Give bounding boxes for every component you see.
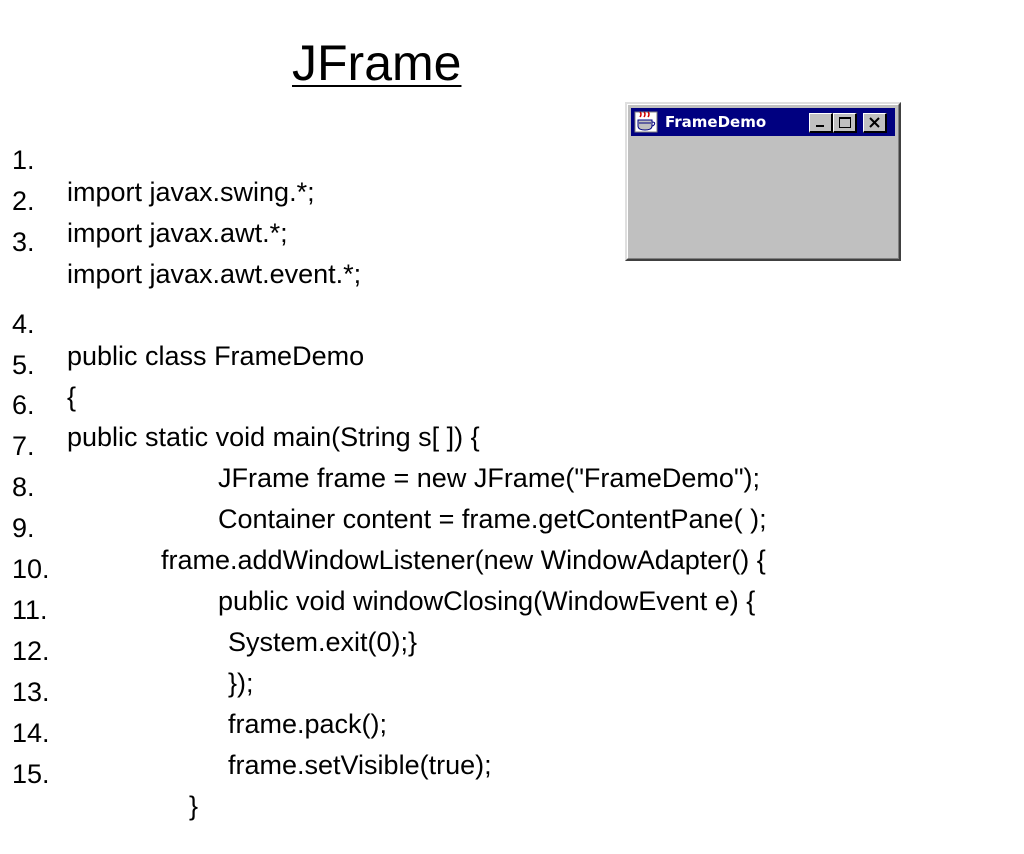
code-line: 6. public static void main(String s[ ]) …	[0, 357, 480, 485]
line-text: Container content = frame.getContentPane…	[218, 504, 767, 534]
maximize-icon	[839, 117, 851, 128]
line-text: import javax.swing.*;	[67, 177, 315, 207]
line-number: 11.	[12, 595, 48, 625]
code-line: 7. JFrame frame = new JFrame("FrameDemo"…	[0, 398, 760, 526]
line-text: frame.setVisible(true);	[228, 750, 492, 780]
java-app-icon	[634, 111, 658, 133]
window-title: FrameDemo	[665, 113, 767, 131]
line-number: 7.	[12, 431, 35, 461]
window-frame	[627, 104, 899, 259]
line-number: 5.	[12, 350, 35, 380]
line-text: System.exit(0);}	[228, 627, 418, 657]
line-number: 15.	[12, 759, 50, 789]
maximize-button[interactable]	[833, 113, 857, 133]
code-line: 11. System.exit(0);}	[0, 562, 417, 690]
line-text: {	[67, 382, 77, 412]
line-number: 4.	[12, 309, 35, 339]
code-line: 15. }	[0, 726, 198, 854]
minimize-button[interactable]	[809, 113, 833, 133]
line-number: 14.	[12, 718, 50, 748]
line-text: JFrame frame = new JFrame("FrameDemo");	[218, 463, 761, 493]
code-line: 4. public class FrameDemo	[0, 276, 364, 404]
line-number: 2.	[12, 186, 35, 216]
code-line: 2. import javax.awt.*;	[0, 153, 288, 281]
line-number: 6.	[12, 390, 35, 420]
code-line: 9. frame.addWindowListener(new WindowAda…	[0, 480, 766, 608]
line-number: 13.	[12, 677, 50, 707]
framedemo-window: FrameDemo	[625, 102, 901, 261]
line-text: import javax.awt.event.*;	[67, 259, 362, 289]
line-number: 9.	[12, 513, 35, 543]
line-text: import javax.awt.*;	[67, 218, 288, 248]
close-icon	[869, 117, 880, 128]
code-line: 5. {	[0, 317, 76, 445]
code-line: 1. import javax.swing.*;	[0, 112, 315, 240]
code-line: 8. Container content = frame.getContentP…	[0, 439, 767, 567]
code-line: 3. import javax.awt.event.*;	[0, 194, 361, 322]
line-text: });	[228, 668, 254, 698]
line-number: 10.	[12, 554, 50, 584]
close-button[interactable]	[863, 113, 887, 133]
code-line: 13. frame.pack();	[0, 644, 387, 772]
minimize-icon	[816, 125, 824, 127]
code-line: 12. });	[0, 603, 254, 731]
line-text: public class FrameDemo	[67, 341, 365, 371]
line-text: public void windowClosing(WindowEvent e)…	[218, 586, 756, 616]
line-text: public static void main(String s[ ]) {	[67, 422, 480, 452]
line-text: }	[189, 791, 199, 821]
line-text: frame.pack();	[228, 709, 388, 739]
code-line: 10. public void windowClosing(WindowEven…	[0, 521, 755, 649]
window-titlebar[interactable]: FrameDemo	[631, 108, 895, 136]
line-number: 3.	[12, 227, 35, 257]
slide-title: JFrame	[292, 35, 462, 91]
line-text: frame.addWindowListener(new WindowAdapte…	[161, 545, 766, 575]
line-number: 1.	[12, 145, 35, 175]
line-number: 12.	[12, 636, 50, 666]
line-number: 8.	[12, 472, 35, 502]
